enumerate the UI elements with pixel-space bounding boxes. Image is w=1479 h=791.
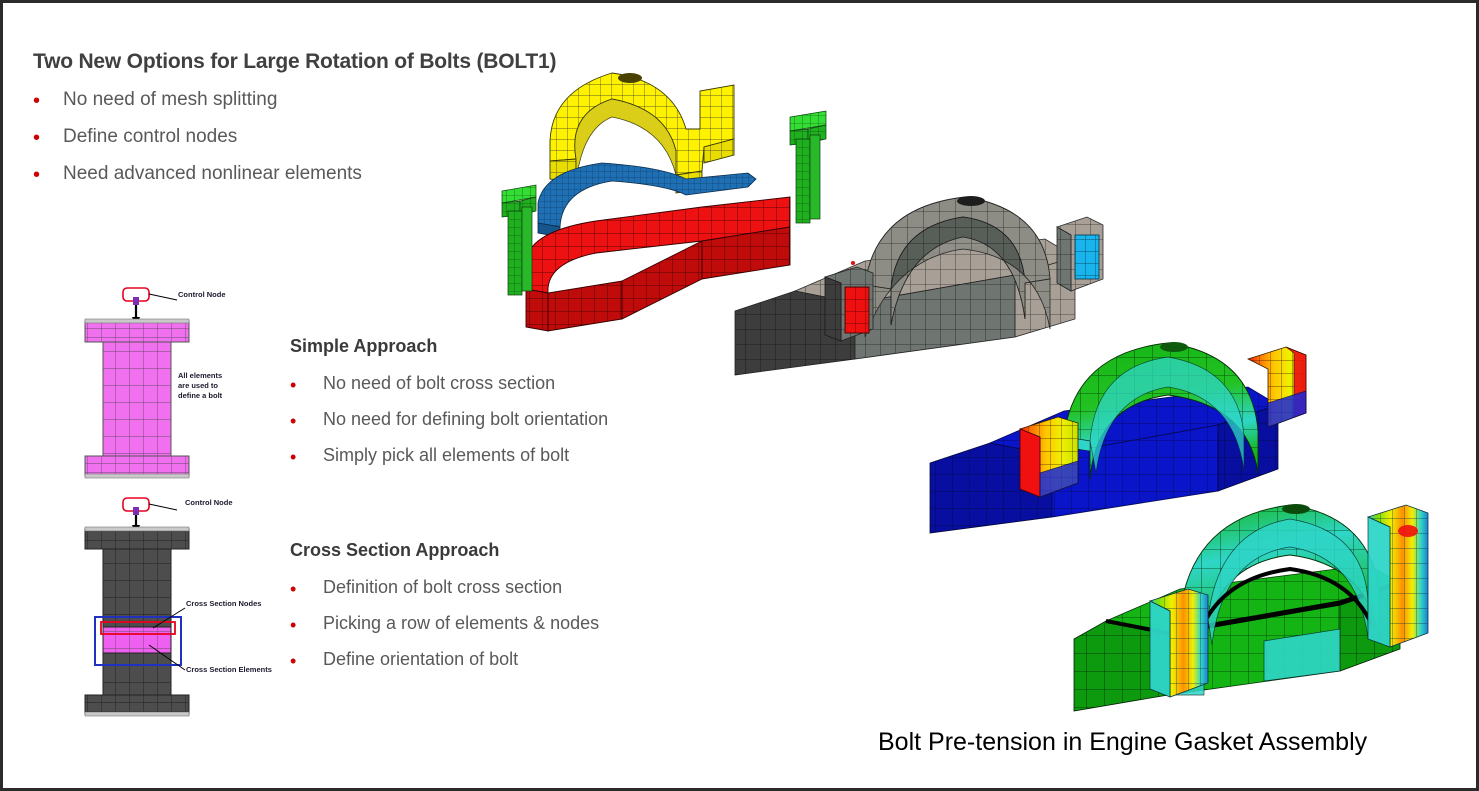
page-title: Two New Options for Large Rotation of Bo…	[33, 50, 557, 73]
list-item-label: Need advanced nonlinear elements	[63, 163, 362, 184]
stress-contour-bolt-preload	[918, 321, 1318, 551]
bullet-icon: •	[33, 127, 41, 149]
bullet-icon: •	[290, 411, 297, 431]
exploded-engine-gasket-assembly	[490, 51, 850, 346]
list-item-label: No need of bolt cross section	[323, 373, 556, 393]
all-elements-label: All elements are used to define a bolt	[178, 371, 223, 401]
cross-section-region-box	[94, 616, 182, 666]
main-bullet-list: • No need of mesh splitting • Define con…	[33, 89, 362, 200]
bullet-icon: •	[290, 579, 297, 599]
list-item-label: No need of mesh splitting	[63, 89, 278, 110]
bolt-left-hot-shank	[1148, 588, 1209, 698]
simple-approach-bullet-list: • No need of bolt cross section • No nee…	[290, 373, 608, 481]
bolt-green-left	[501, 184, 537, 296]
control-node-label: Control Node	[185, 498, 233, 507]
bullet-icon: •	[33, 90, 41, 112]
cross-section-nodes-label: Cross Section Nodes	[186, 599, 262, 608]
list-item: • Definition of bolt cross section	[290, 577, 599, 613]
list-item-label: Picking a row of elements & nodes	[323, 613, 600, 633]
bullet-icon: •	[290, 447, 297, 467]
cross-section-elements-label: Cross Section Elements	[186, 665, 272, 674]
list-item: • Define control nodes	[33, 126, 362, 163]
bullet-icon: •	[290, 651, 297, 671]
list-item-label: Define orientation of bolt	[323, 649, 519, 669]
bolt-cross-section-cyan	[1074, 234, 1100, 280]
list-item-label: Simply pick all elements of bolt	[323, 445, 570, 465]
cross-section-approach-bolt-diagram: Control Node Cross Section Nodes Cross S…	[73, 495, 303, 720]
assembled-gray-mesh-model	[715, 179, 1115, 394]
list-item: • Define orientation of bolt	[290, 649, 599, 685]
list-item-label: No need for defining bolt orientation	[323, 409, 609, 429]
list-item-label: Define control nodes	[63, 126, 238, 147]
simple-approach-bolt-diagram: Control Node All elements are used to de…	[73, 283, 283, 483]
simple-approach-heading: Simple Approach	[290, 336, 438, 356]
engine-block-red	[525, 196, 791, 332]
bolt-right-hot-shank	[1366, 504, 1429, 648]
cross-section-nodes-box	[100, 621, 176, 635]
bolt-cross-section-red	[844, 286, 870, 334]
control-node-label: Control Node	[178, 290, 226, 299]
cross-section-approach-heading: Cross Section Approach	[290, 540, 500, 560]
cross-section-approach-bullet-list: • Definition of bolt cross section • Pic…	[290, 577, 599, 685]
list-item: • No need of bolt cross section	[290, 373, 608, 409]
list-item: • Need advanced nonlinear elements	[33, 163, 362, 200]
list-item: • No need for defining bolt orientation	[290, 409, 608, 445]
bullet-icon: •	[290, 615, 297, 635]
list-item-label: Definition of bolt cross section	[323, 577, 563, 597]
list-item: • Simply pick all elements of bolt	[290, 445, 608, 481]
bullet-icon: •	[33, 164, 41, 186]
list-item: • No need of mesh splitting	[33, 89, 362, 126]
figure-caption: Bolt Pre-tension in Engine Gasket Assemb…	[878, 728, 1368, 756]
list-item: • Picking a row of elements & nodes	[290, 613, 599, 649]
bolt-green-right	[789, 110, 827, 224]
bullet-icon: •	[290, 375, 297, 395]
stress-contour-gasket-seating	[1068, 473, 1468, 723]
